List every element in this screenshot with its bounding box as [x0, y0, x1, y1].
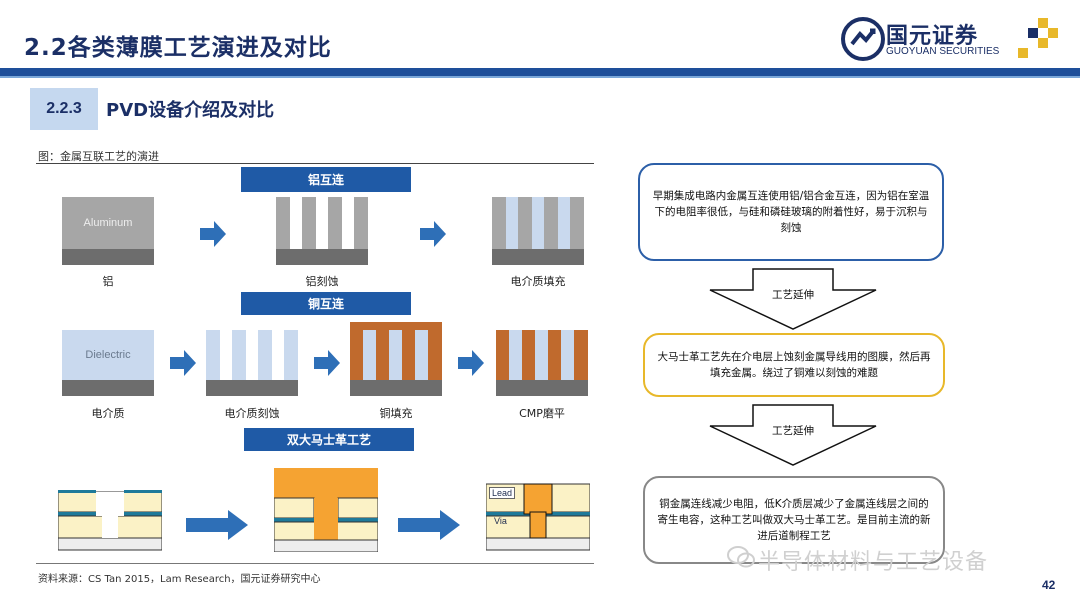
figure-caption: 图：金属互联工艺的演进 — [38, 150, 159, 163]
via-annotation: Via — [494, 516, 507, 526]
step-copper-fill: 铜填充 — [379, 407, 413, 420]
down-arrow-icon — [709, 404, 877, 466]
page-number: 42 — [1042, 578, 1056, 592]
section-number: 2.2.3 — [30, 88, 98, 130]
dual-damascene-fill-diagram — [274, 468, 378, 552]
section-title: PVD设备介绍及对比 — [106, 100, 275, 121]
step-dielectric: 电介质 — [91, 407, 125, 420]
source-divider — [36, 563, 594, 564]
figure-divider — [36, 163, 594, 164]
step-dielectric-fill: 电介质填充 — [510, 275, 566, 288]
arrow-right-icon — [420, 221, 446, 247]
note-damascene: 大马士革工艺先在介电层上蚀刻金属导线用的图膜，然后再填充金属。绕过了铜难以刻蚀的… — [643, 333, 945, 397]
arrow2-label: 工艺延伸 — [772, 425, 814, 437]
logo-name: 国元证券 — [886, 24, 979, 49]
step-aluminum-etch: 铝刻蚀 — [305, 275, 339, 288]
header-bar — [0, 68, 1080, 76]
row3-label: 双大马士革工艺 — [244, 428, 414, 451]
aluminum-layer: Aluminum — [62, 197, 154, 249]
logo-en: GUOYUAN SECURITIES — [886, 46, 1000, 57]
watermark: 半导体材料与工艺设备 — [758, 550, 989, 575]
source-note: 资料来源：CS Tan 2015，Lam Research，国元证券研究中心 — [38, 574, 321, 585]
step-dielectric-etch: 电介质刻蚀 — [224, 407, 280, 420]
arrow-right-icon — [314, 350, 340, 376]
note-dual-damascene: 铜金属连线减少电阻，低K介质层减少了金属连线层之间的寄生电容，这种工艺叫做双大马… — [643, 476, 945, 564]
dielectric-fill-diagram — [492, 197, 584, 267]
header-bar-accent — [0, 76, 1080, 78]
arrow-right-icon — [200, 221, 226, 247]
copper-fill-diagram — [350, 322, 442, 396]
row2-label: 铜互连 — [241, 292, 411, 315]
down-arrow-icon — [709, 268, 877, 330]
dielectric-layer: Dielectric — [62, 330, 154, 380]
aluminum-etch-diagram — [276, 197, 368, 267]
arrow1-label: 工艺延伸 — [772, 289, 814, 301]
logo-squares-icon — [1018, 18, 1058, 58]
step-cmp: CMP磨平 — [519, 407, 565, 420]
step-aluminum: 铝 — [102, 275, 114, 288]
dielectric-etch-diagram — [206, 330, 298, 396]
arrow-right-icon — [170, 350, 196, 376]
note-aluminum: 早期集成电路内金属互连使用铝/铝合金互连，因为铝在室温下的电阻率很低，与硅和磷硅… — [638, 163, 944, 261]
arrow-right-icon — [458, 350, 484, 376]
row1-label: 铝互连 — [241, 167, 411, 192]
dual-damascene-etch-diagram — [58, 490, 162, 551]
lead-annotation: Lead — [489, 487, 516, 499]
page-title: 2.2各类薄膜工艺演进及对比 — [24, 35, 332, 61]
wechat-icon — [727, 546, 755, 568]
guoyuan-logo-icon — [841, 17, 885, 61]
dielectric-block: Dielectric — [62, 330, 154, 396]
arrow-right-large-icon — [186, 510, 248, 540]
arrow-right-large-icon — [398, 510, 460, 540]
cmp-diagram — [496, 330, 588, 396]
aluminum-block: Aluminum — [62, 197, 154, 267]
substrate-layer — [62, 249, 154, 265]
